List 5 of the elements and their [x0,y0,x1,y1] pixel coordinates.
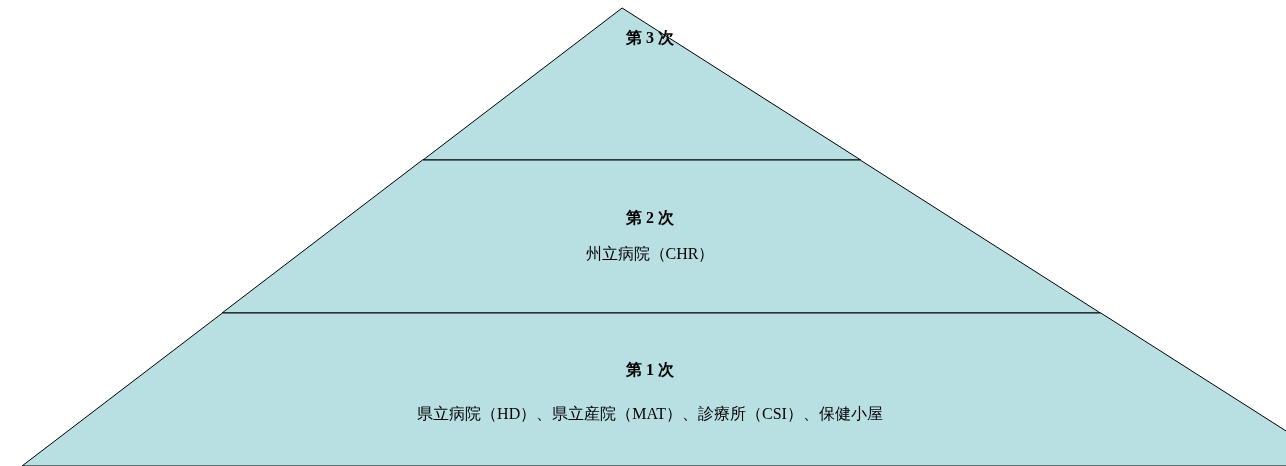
tier-description: 県立病院（HD）、県立産院（MAT）、診療所（CSI）、保健小屋 [417,404,883,424]
tier-description: 州立病院（CHR） [585,244,715,264]
tier-heading: 第 1 次 [626,360,674,380]
tier-heading: 第 2 次 [626,208,674,228]
tier-heading: 第 3 次 [626,28,674,48]
